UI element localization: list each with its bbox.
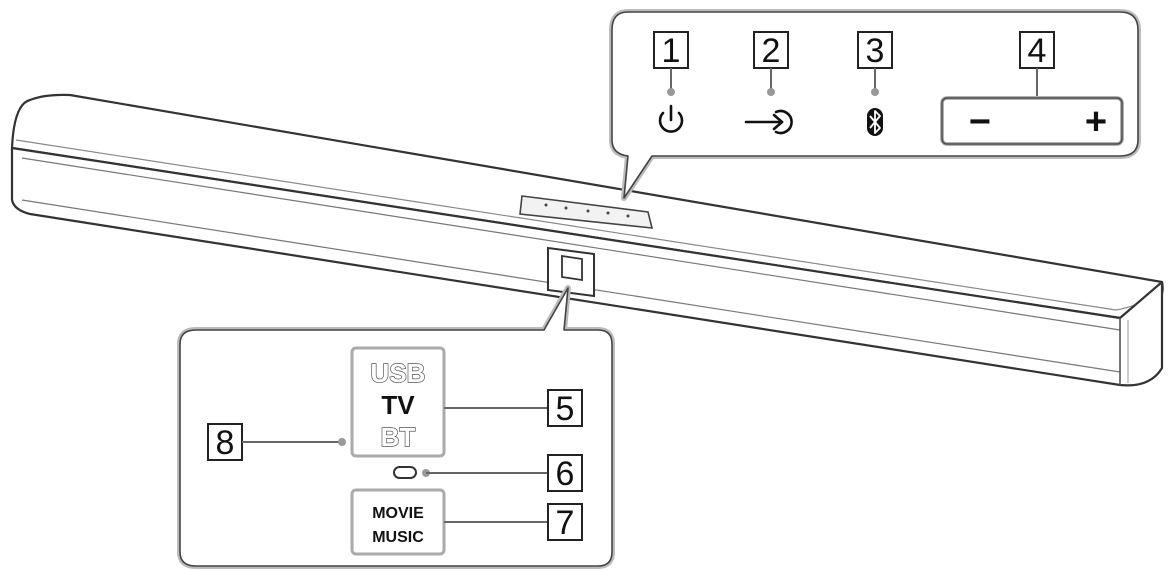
- callout-5: 5: [444, 389, 583, 428]
- bar-indicator: [393, 466, 417, 479]
- sound-mode-indicator-box: MOVIE MUSIC: [350, 488, 446, 556]
- callout-4-label: 4: [1028, 32, 1047, 70]
- usb-indicator: USB: [371, 358, 426, 388]
- tv-indicator: TV: [381, 390, 415, 420]
- callout-8: 8: [207, 423, 346, 462]
- callout-7-label: 7: [556, 504, 575, 542]
- volume-plus-button[interactable]: +: [1085, 101, 1107, 143]
- top-callout-panel: [609, 9, 1141, 201]
- callout-4: 4: [1019, 31, 1055, 96]
- callout-2-label: 2: [762, 32, 781, 70]
- music-indicator: MUSIC: [372, 529, 424, 546]
- callout-7: 7: [444, 503, 583, 542]
- input-icon[interactable]: [744, 109, 793, 135]
- power-icon[interactable]: [658, 104, 684, 133]
- input-indicator-box: USB TV BT: [350, 346, 446, 458]
- movie-indicator: MOVIE: [372, 505, 424, 522]
- volume-button-panel: − +: [940, 96, 1124, 146]
- callout-8-label: 8: [216, 424, 235, 462]
- bt-indicator: BT: [381, 422, 416, 452]
- callout-1: 1: [653, 31, 689, 96]
- front-display-window: [547, 246, 595, 298]
- callout-3-label: 3: [866, 32, 885, 70]
- callout-6: 6: [393, 454, 583, 493]
- callout-1-label: 1: [662, 32, 681, 70]
- volume-minus-button[interactable]: −: [969, 101, 991, 143]
- top-control-panel: [519, 195, 654, 229]
- callout-3: 3: [857, 31, 893, 96]
- callout-6-label: 6: [556, 455, 575, 493]
- bluetooth-icon[interactable]: [867, 108, 883, 136]
- callout-5-label: 5: [556, 390, 575, 428]
- callout-2: 2: [753, 31, 789, 96]
